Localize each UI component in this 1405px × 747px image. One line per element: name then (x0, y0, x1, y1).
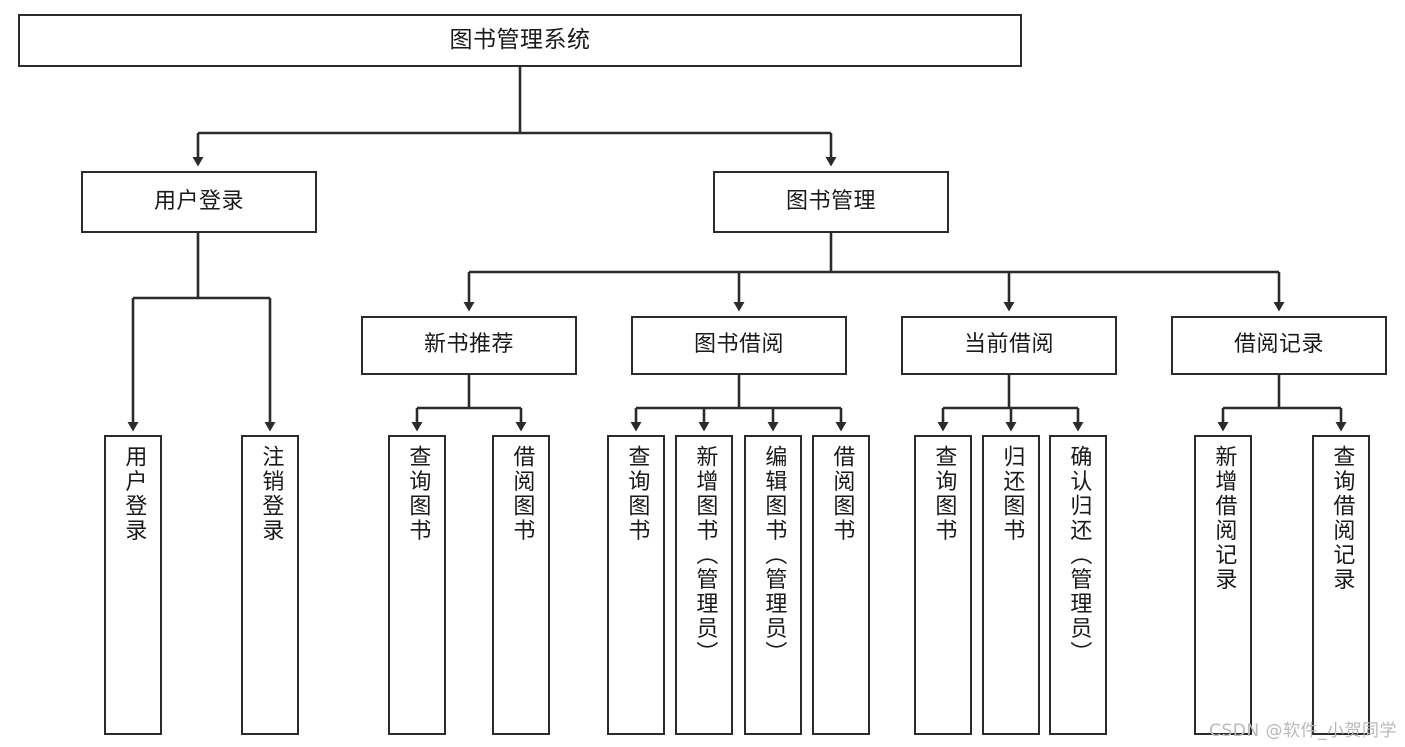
node-label: 新增借阅记录 (1211, 445, 1237, 592)
node-label: 当前借阅 (963, 332, 1054, 358)
leaf-borrow-borrow-book[interactable]: 借阅图书 (812, 435, 870, 735)
leaf-current-confirm-return-admin[interactable]: 确认归还（管理员） (1049, 435, 1107, 735)
node-label: 借阅图书 (829, 445, 855, 543)
leaf-user-login-signin[interactable]: 用户登录 (104, 435, 162, 735)
node-borrow-records[interactable]: 借阅记录 (1171, 316, 1387, 375)
node-book-management[interactable]: 图书管理 (713, 171, 949, 233)
node-label: 查询借阅记录 (1329, 445, 1355, 592)
leaf-borrow-query-book[interactable]: 查询图书 (607, 435, 665, 735)
leaf-newbook-query-book[interactable]: 查询图书 (388, 435, 446, 735)
leaf-current-query-book[interactable]: 查询图书 (914, 435, 972, 735)
node-label: 借阅记录 (1233, 332, 1324, 358)
node-label: 用户登录 (153, 188, 244, 214)
node-label: 图书管理 (785, 188, 876, 214)
node-new-book-recommend[interactable]: 新书推荐 (361, 316, 577, 375)
node-label: 图书借阅 (693, 332, 784, 358)
node-book-borrow[interactable]: 图书借阅 (631, 316, 847, 375)
node-label: 归还图书 (999, 445, 1025, 543)
leaf-records-query-record[interactable]: 查询借阅记录 (1312, 435, 1370, 735)
node-label: 查询图书 (931, 445, 957, 543)
node-user-login[interactable]: 用户登录 (81, 171, 317, 233)
node-label: 新书推荐 (423, 332, 514, 358)
leaf-records-add-record[interactable]: 新增借阅记录 (1194, 435, 1252, 735)
node-root-system[interactable]: 图书管理系统 (18, 14, 1022, 67)
node-label: 借阅图书 (509, 445, 535, 543)
node-label: 图书管理系统 (449, 26, 591, 53)
leaf-borrow-add-book-admin[interactable]: 新增图书（管理员） (675, 435, 733, 735)
node-label: 确认归还（管理员） (1066, 445, 1092, 666)
leaf-borrow-edit-book-admin[interactable]: 编辑图书（管理员） (744, 435, 802, 735)
csdn-watermark: CSDN @软件_小贺同学 (1209, 721, 1397, 741)
node-label: 编辑图书（管理员） (761, 445, 787, 666)
node-label: 查询图书 (405, 445, 431, 543)
leaf-user-login-signout[interactable]: 注销登录 (241, 435, 299, 735)
node-current-borrow[interactable]: 当前借阅 (901, 316, 1117, 375)
node-label: 注销登录 (258, 445, 284, 543)
leaf-current-return-book[interactable]: 归还图书 (982, 435, 1040, 735)
leaf-newbook-borrow-book[interactable]: 借阅图书 (492, 435, 550, 735)
node-label: 新增图书（管理员） (692, 445, 718, 666)
node-label: 查询图书 (624, 445, 650, 543)
node-label: 用户登录 (121, 445, 147, 543)
